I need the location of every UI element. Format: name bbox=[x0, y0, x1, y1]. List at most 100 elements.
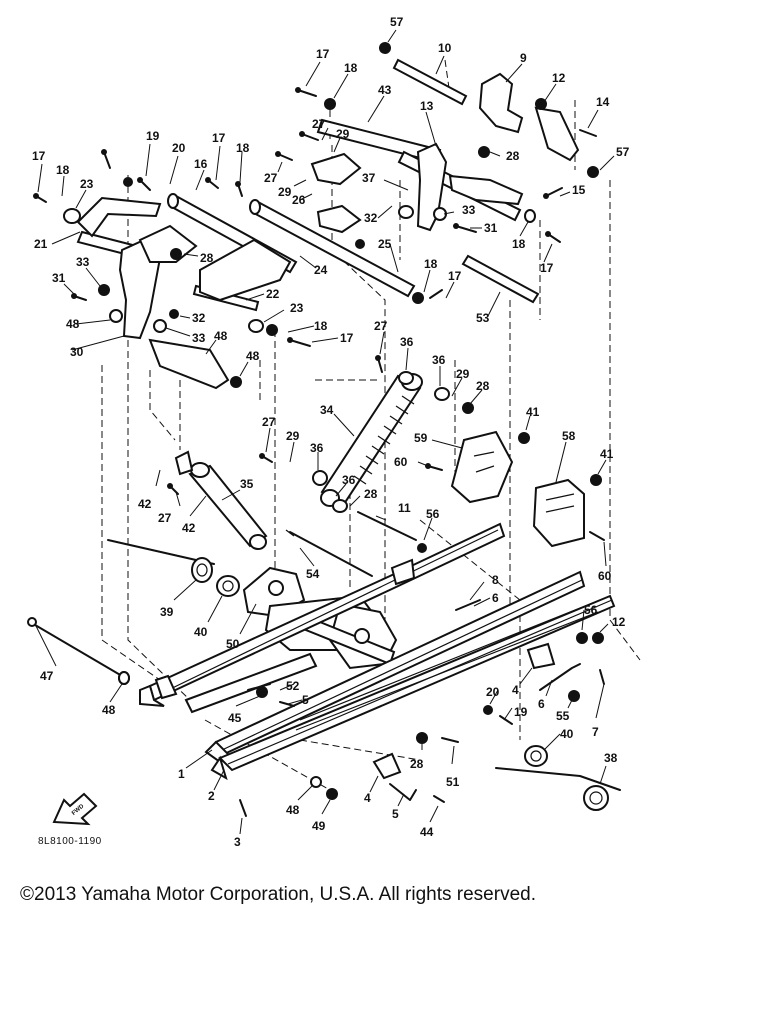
callout-label: 18 bbox=[314, 319, 328, 333]
callout-label: 22 bbox=[266, 287, 280, 301]
callout-label: 33 bbox=[462, 203, 476, 217]
callout-label: 56 bbox=[584, 603, 598, 617]
center-rods bbox=[27, 529, 621, 811]
callout-label: 28 bbox=[364, 487, 378, 501]
callout-label: 48 bbox=[286, 803, 300, 817]
small-parts bbox=[33, 42, 605, 817]
callout-label: 55 bbox=[556, 709, 570, 723]
stoppers bbox=[450, 430, 585, 548]
callout-label: 29 bbox=[278, 185, 292, 199]
callout-label: 18 bbox=[56, 163, 70, 177]
callout-label: 6 bbox=[492, 591, 499, 605]
bolts bbox=[33, 87, 605, 817]
callout-label: 44 bbox=[420, 825, 434, 839]
callout-label: 56 bbox=[426, 507, 440, 521]
callout-label: 42 bbox=[182, 521, 196, 535]
callout-label: 18 bbox=[512, 237, 526, 251]
callout-label: 29 bbox=[456, 367, 470, 381]
callout-label: 59 bbox=[414, 431, 428, 445]
callout-label: 28 bbox=[200, 251, 214, 265]
callout-label: 8 bbox=[492, 573, 499, 587]
callout-label: 31 bbox=[52, 271, 66, 285]
callout-label: 12 bbox=[612, 615, 626, 629]
callout-label: 60 bbox=[598, 569, 612, 583]
callout-label: 39 bbox=[160, 605, 174, 619]
callout-label: 29 bbox=[336, 127, 350, 141]
callout-label: 11 bbox=[398, 501, 411, 515]
fwd-arrow-icon: FWD bbox=[52, 792, 98, 826]
diagram-code: 8L8100-1190 bbox=[38, 836, 102, 847]
copyright-notice: ©2013 Yamaha Motor Corporation, U.S.A. A… bbox=[20, 884, 536, 905]
callout-label: 45 bbox=[228, 711, 242, 725]
callout-label: 47 bbox=[40, 669, 54, 683]
callout-label: 18 bbox=[236, 141, 250, 155]
callout-label: 24 bbox=[314, 263, 328, 277]
callout-label: 23 bbox=[290, 301, 304, 315]
shock-absorbers bbox=[174, 373, 423, 550]
callout-label: 49 bbox=[312, 819, 326, 833]
callout-label: 1 bbox=[178, 767, 185, 781]
callout-label: 30 bbox=[70, 345, 84, 359]
callout-label: 28 bbox=[506, 149, 520, 163]
callout-label: 27 bbox=[312, 117, 326, 131]
callout-label: 17 bbox=[340, 331, 354, 345]
callout-label: 28 bbox=[476, 379, 490, 393]
front-arm bbox=[76, 196, 292, 390]
callout-label: 9 bbox=[520, 51, 527, 65]
callout-label: 40 bbox=[194, 625, 208, 639]
callout-label: 33 bbox=[76, 255, 90, 269]
callout-label: 28 bbox=[410, 757, 424, 771]
upper-brackets bbox=[310, 72, 580, 234]
callout-label: 36 bbox=[310, 441, 324, 455]
callout-label: 27 bbox=[262, 415, 276, 429]
callout-label: 40 bbox=[560, 727, 574, 741]
callout-label: 42 bbox=[138, 497, 152, 511]
callout-label: 53 bbox=[476, 311, 490, 325]
callout-label: 12 bbox=[552, 71, 566, 85]
callout-label: 32 bbox=[192, 311, 206, 325]
callout-label: 17 bbox=[540, 261, 554, 275]
callout-label: 32 bbox=[364, 211, 378, 225]
callout-label: 41 bbox=[600, 447, 614, 461]
callout-label: 27 bbox=[374, 319, 388, 333]
callout-label: 7 bbox=[592, 725, 599, 739]
callout-label: 18 bbox=[424, 257, 438, 271]
callout-label: 17 bbox=[316, 47, 330, 61]
callout-label: 31 bbox=[484, 221, 498, 235]
callout-label: 36 bbox=[342, 473, 356, 487]
callout-label: 5 bbox=[392, 807, 399, 821]
callout-label: 48 bbox=[102, 703, 116, 717]
callout-label: 17 bbox=[448, 269, 462, 283]
callout-label: 13 bbox=[420, 99, 434, 113]
callout-label: 20 bbox=[486, 685, 500, 699]
callout-label: 19 bbox=[514, 705, 528, 719]
callout-label: 29 bbox=[286, 429, 300, 443]
callout-label: 51 bbox=[446, 775, 460, 789]
callout-label: 50 bbox=[226, 637, 240, 651]
callout-label: 19 bbox=[146, 129, 160, 143]
callout-label: 4 bbox=[512, 683, 519, 697]
callout-label: 36 bbox=[432, 353, 446, 367]
callout-label: 58 bbox=[562, 429, 576, 443]
callout-label: 48 bbox=[246, 349, 260, 363]
washers bbox=[63, 205, 536, 788]
callout-label: 14 bbox=[596, 95, 610, 109]
callout-leaders bbox=[35, 29, 615, 835]
callout-label: 16 bbox=[194, 157, 208, 171]
callout-label: 15 bbox=[572, 183, 586, 197]
callout-label: 17 bbox=[32, 149, 46, 163]
callout-label: 20 bbox=[172, 141, 186, 155]
callout-label: 34 bbox=[320, 403, 334, 417]
callout-label: 41 bbox=[526, 405, 540, 419]
callout-label: 37 bbox=[362, 171, 376, 185]
callout-label: 6 bbox=[538, 697, 545, 711]
callout-label: 60 bbox=[394, 455, 408, 469]
parts-diagram: FWD 57 10 9 12 14 17 18 43 13 28 57 27 2… bbox=[27, 15, 641, 849]
callout-label: 36 bbox=[400, 335, 414, 349]
callout-label: 57 bbox=[390, 15, 404, 29]
callout-label: 48 bbox=[214, 329, 228, 343]
callout-label: 35 bbox=[240, 477, 254, 491]
callout-label: 26 bbox=[292, 193, 306, 207]
callout-label: 21 bbox=[34, 237, 48, 251]
nuts bbox=[98, 42, 604, 800]
